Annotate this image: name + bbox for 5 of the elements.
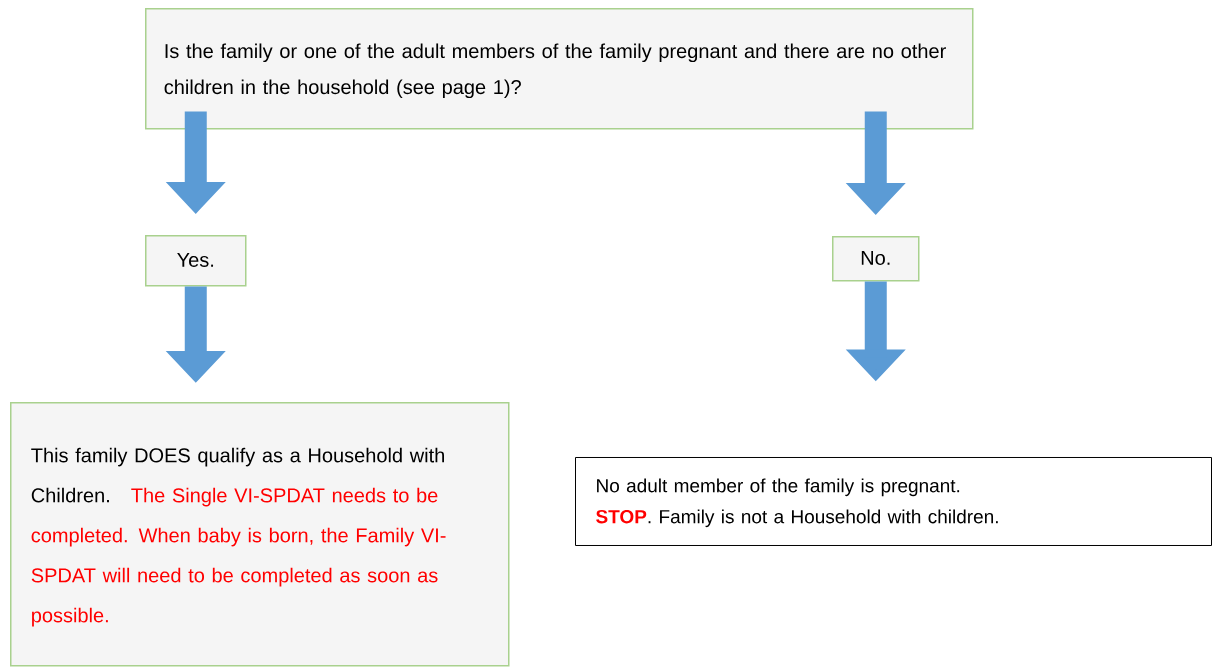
result-box: This family DOES qualify as a Household with Children. The Single VI-SPDAT needs to be completed. When baby is born, the Family VI-SPDAT will need to be completed as soon as possible. [10,402,510,667]
result-box: No adult member of the family is pregnant. STOP. Family is not a Household with children. [575,457,1212,546]
question-box: Is the family or one of the adult members of the family pregnant and there are no other children in the household (see page 1)? [145,8,974,130]
answer-box: No. [832,236,920,282]
answer-box: Yes. [145,235,247,287]
